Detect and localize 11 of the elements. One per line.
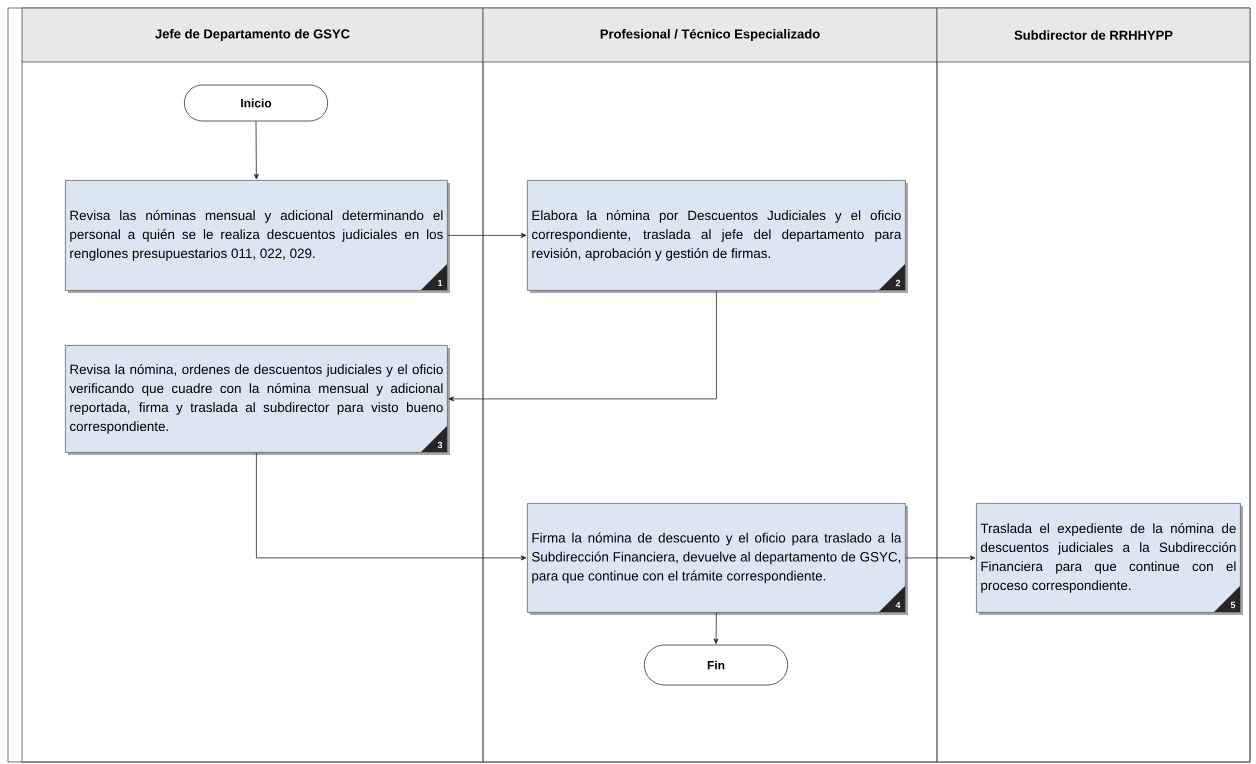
arrow [253,121,259,180]
step-number: 5 [1214,586,1240,612]
step-number: 4 [879,586,905,612]
step-number: 1 [421,264,447,290]
arrow [448,290,717,402]
arrow [713,612,719,644]
arrow [256,452,527,561]
step-number: 2 [879,264,905,290]
arrow [447,232,527,238]
arrow [905,555,976,561]
step-number: 3 [421,426,447,452]
